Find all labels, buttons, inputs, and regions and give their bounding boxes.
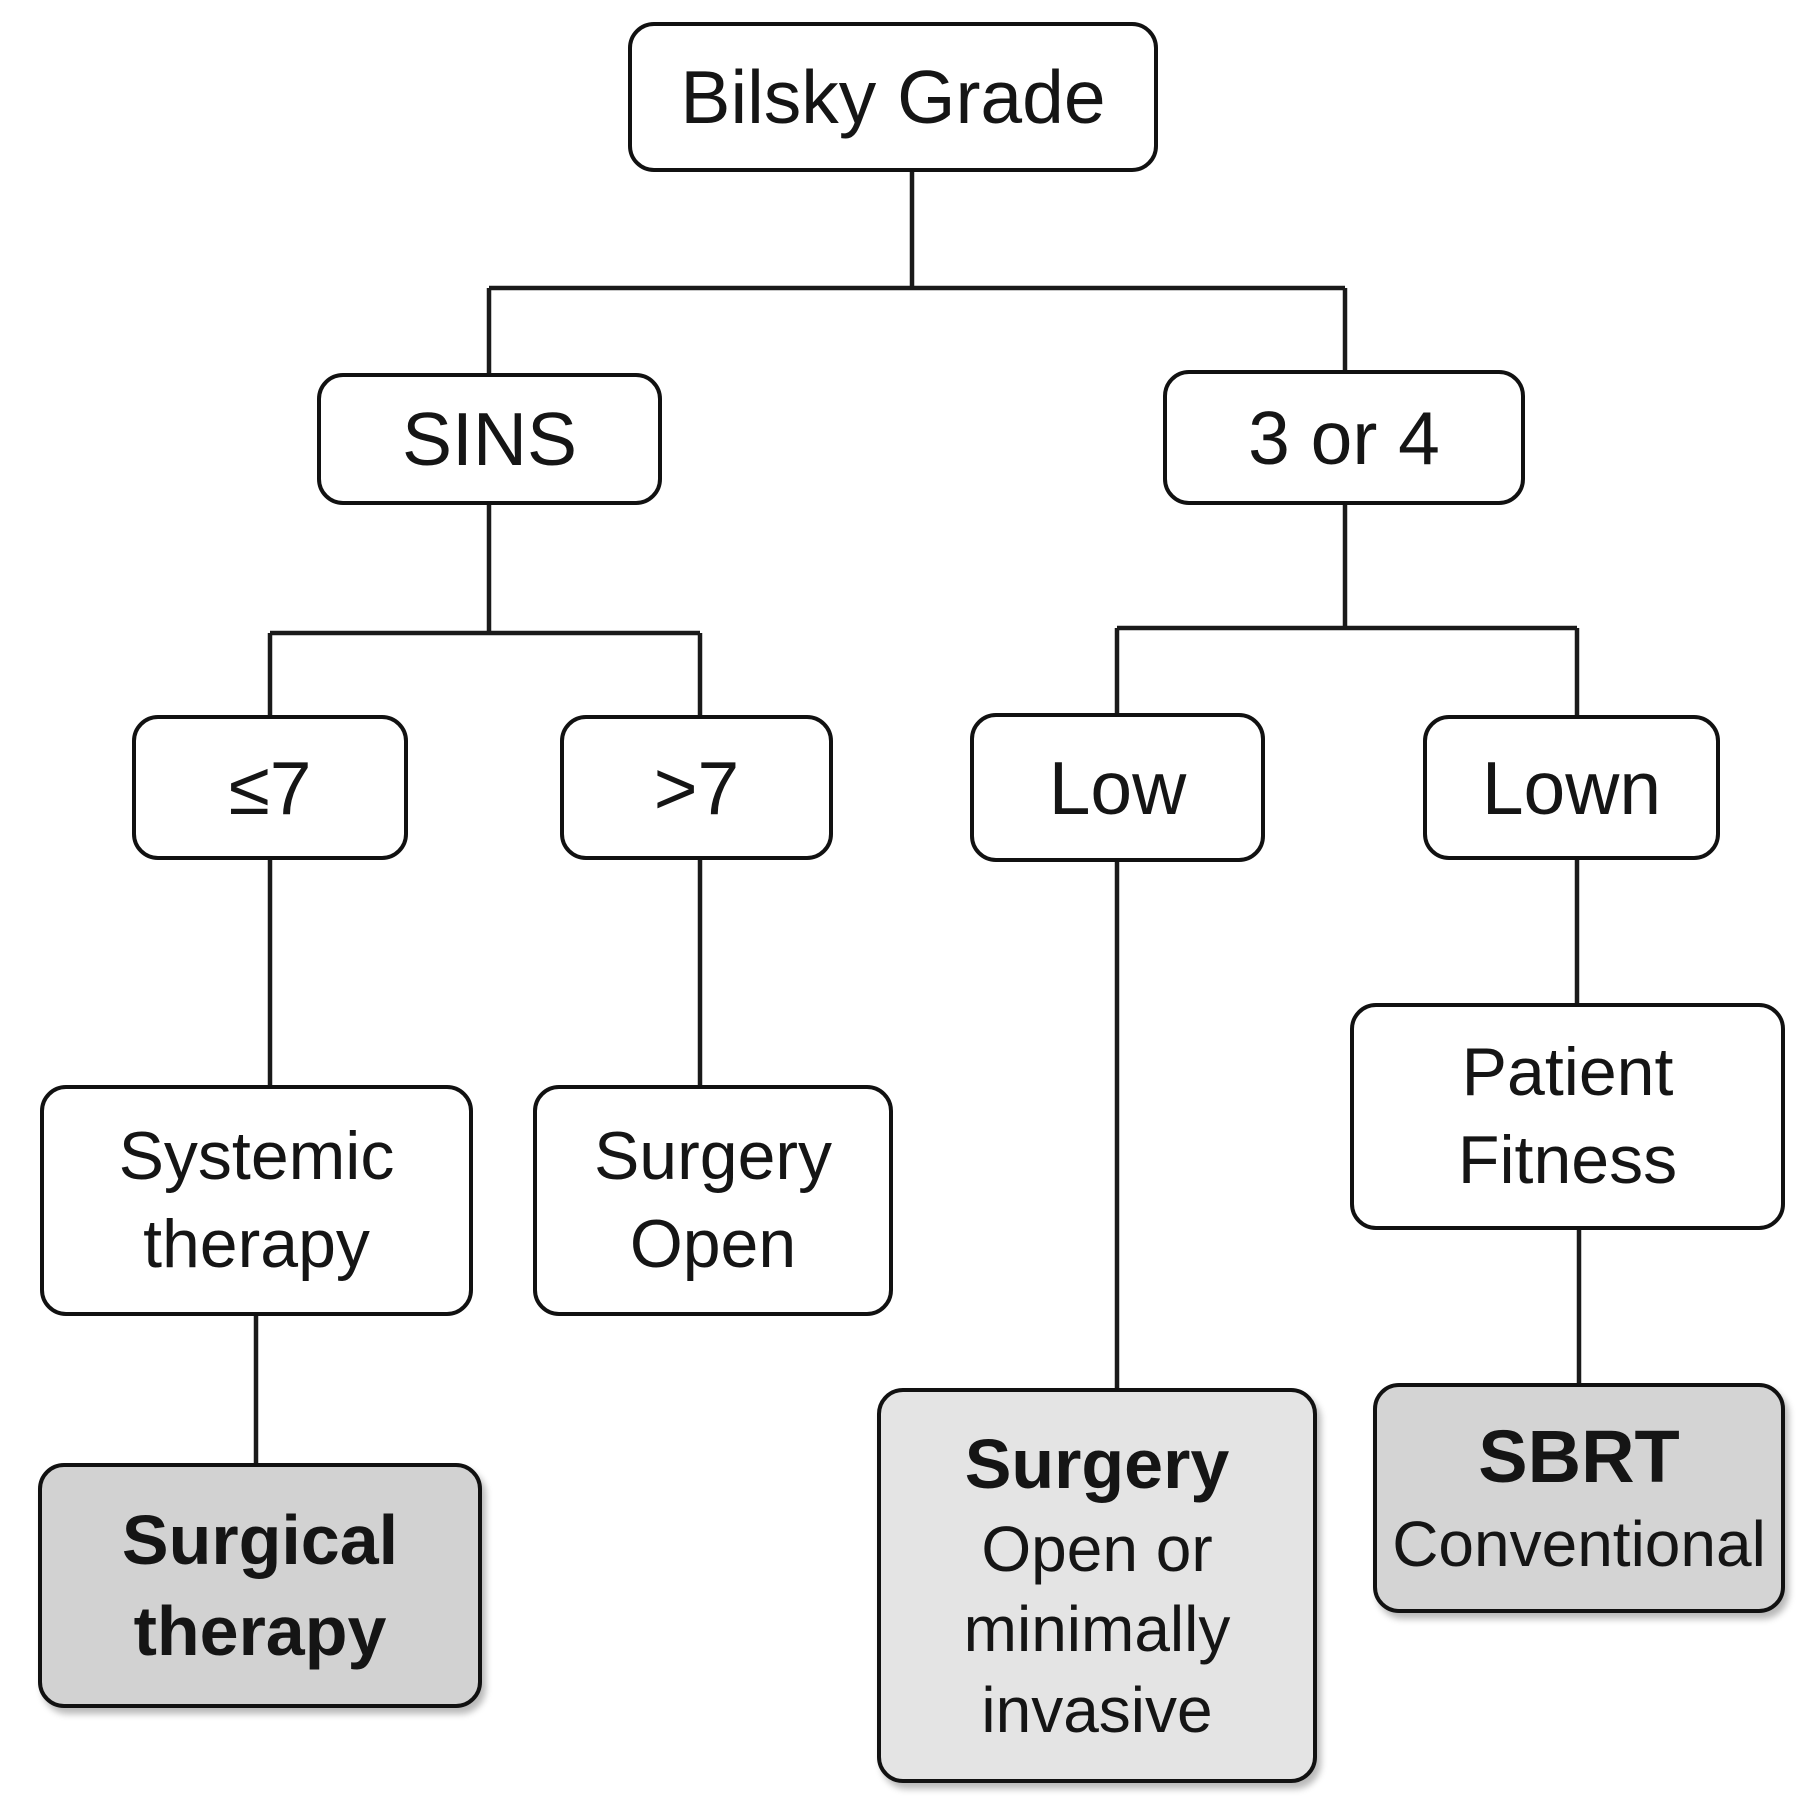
node-sins-le-7-label: ≤7 bbox=[228, 745, 312, 830]
node-surgery-min-line1: Open or bbox=[981, 1512, 1213, 1585]
node-patient-fitness-line2: Fitness bbox=[1457, 1121, 1678, 1198]
node-surgical-therapy: Surgical therapy bbox=[38, 1463, 482, 1708]
node-sins-label: SINS bbox=[401, 397, 578, 481]
node-surgical-therapy-line1: Surgical bbox=[121, 1500, 399, 1579]
node-sbrt-conventional: SBRT Conventional bbox=[1373, 1383, 1785, 1613]
node-bilsky-grade-label: Bilsky Grade bbox=[680, 55, 1106, 139]
node-sins-gt-7-label: >7 bbox=[653, 745, 740, 830]
node-surgery-open-line2: Open bbox=[629, 1205, 797, 1282]
node-low-label: Low bbox=[1048, 745, 1187, 830]
node-sbrt-subtitle: Conventional bbox=[1392, 1508, 1766, 1581]
node-lown-label: Lown bbox=[1481, 745, 1662, 830]
node-surgery-min-title: Surgery bbox=[964, 1425, 1230, 1504]
node-surgery-open-or-minimally-invasive: Surgery Open or minimally invasive bbox=[877, 1388, 1317, 1783]
node-patient-fitness: Patient Fitness bbox=[1350, 1003, 1785, 1230]
node-surgical-therapy-line2: therapy bbox=[133, 1591, 387, 1670]
node-low: Low bbox=[970, 713, 1265, 862]
node-systemic-therapy-line1: Systemic bbox=[118, 1118, 395, 1195]
node-sins: SINS bbox=[317, 373, 662, 505]
node-sins-le-7: ≤7 bbox=[132, 715, 408, 860]
node-surgery-open-line1: Surgery bbox=[593, 1118, 833, 1195]
node-grade-3-or-4-label: 3 or 4 bbox=[1248, 395, 1440, 480]
node-systemic-therapy: Systemic therapy bbox=[40, 1085, 473, 1316]
node-lown: Lown bbox=[1423, 715, 1720, 860]
node-sbrt-title: SBRT bbox=[1478, 1414, 1680, 1498]
node-grade-3-or-4: 3 or 4 bbox=[1163, 370, 1525, 505]
node-patient-fitness-line1: Patient bbox=[1461, 1034, 1674, 1111]
node-surgery-min-line3: invasive bbox=[981, 1673, 1213, 1746]
node-sins-gt-7: >7 bbox=[560, 715, 833, 860]
edge-sins-split bbox=[267, 503, 703, 717]
node-bilsky-grade: Bilsky Grade bbox=[628, 22, 1158, 172]
node-systemic-therapy-line2: therapy bbox=[143, 1205, 370, 1282]
node-surgery-min-line2: minimally bbox=[963, 1593, 1231, 1666]
edge-3or4-split bbox=[1114, 503, 1580, 717]
node-surgery-open: Surgery Open bbox=[533, 1085, 893, 1316]
edge-bilsky-to-branches bbox=[486, 170, 1348, 375]
